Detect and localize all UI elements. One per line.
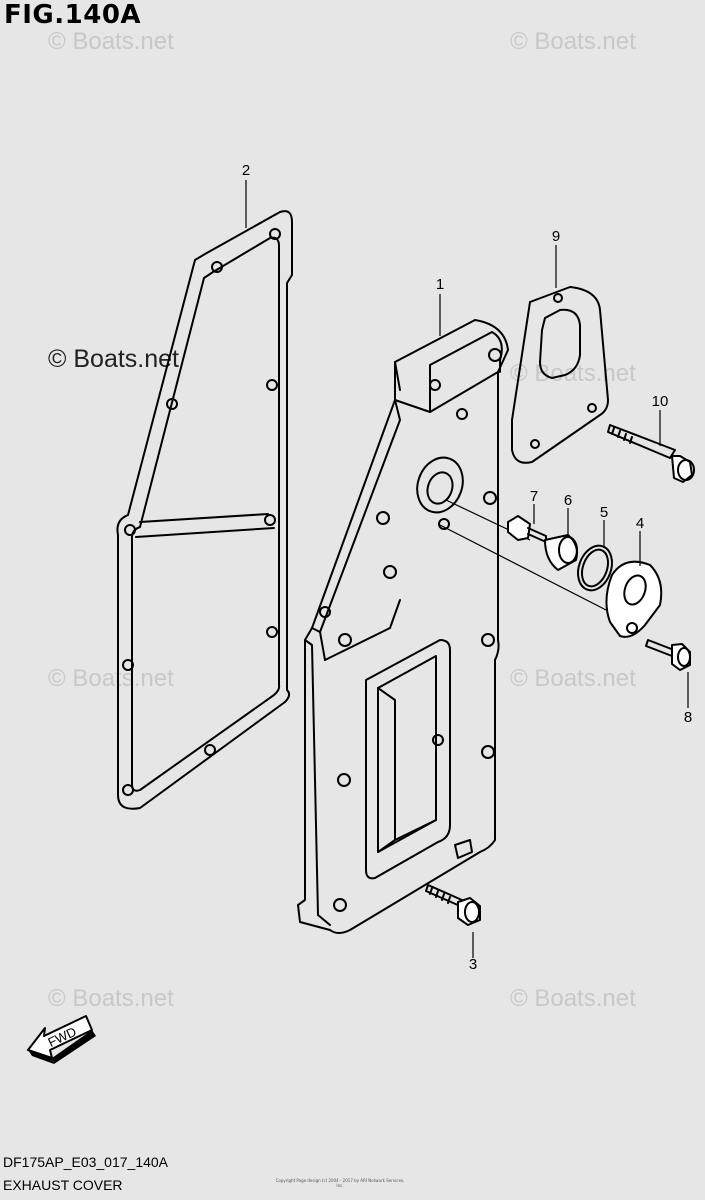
watermark: © Boats.net: [48, 985, 174, 1012]
figure-title: FIG.140A: [4, 0, 142, 30]
spacer-part-6: [544, 534, 578, 571]
bolt-part-8: [645, 639, 691, 671]
figure-name: EXHAUST COVER: [3, 1177, 123, 1193]
callout-2: 2: [241, 162, 251, 179]
copyright-note: Copyright Page design (c) 2004 - 2017 by…: [275, 1178, 405, 1188]
exhaust-cover-part-1: [297, 319, 611, 934]
callout-9: 9: [551, 228, 561, 245]
callout-3: 3: [468, 956, 478, 973]
watermark: © Boats.net: [48, 28, 174, 55]
bolt-part-3: [425, 884, 481, 926]
watermark: © Boats.net: [48, 345, 179, 373]
o-ring-part-5: [577, 544, 613, 592]
callout-10: 10: [651, 393, 669, 410]
watermark: © Boats.net: [48, 665, 174, 692]
bolt-part-7: [507, 515, 547, 543]
callout-1: 1: [435, 276, 445, 293]
callout-6: 6: [563, 492, 573, 509]
watermark: © Boats.net: [510, 665, 636, 692]
watermark: © Boats.net: [510, 985, 636, 1012]
fwd-arrow-icon: FWD: [27, 1015, 96, 1064]
watermark: © Boats.net: [510, 360, 636, 387]
callout-4: 4: [635, 515, 645, 532]
watermark: © Boats.net: [510, 28, 636, 55]
gasket-plate-part-9: [511, 286, 609, 464]
callout-8: 8: [683, 709, 693, 726]
bolt-part-10: [607, 424, 695, 483]
gasket-part-2: [116, 210, 293, 810]
leader-lines: [245, 180, 689, 958]
figure-code: DF175AP_E03_017_140A: [3, 1154, 169, 1170]
cap-part-4: [605, 560, 663, 638]
callout-5: 5: [599, 504, 609, 521]
callout-7: 7: [529, 488, 539, 505]
